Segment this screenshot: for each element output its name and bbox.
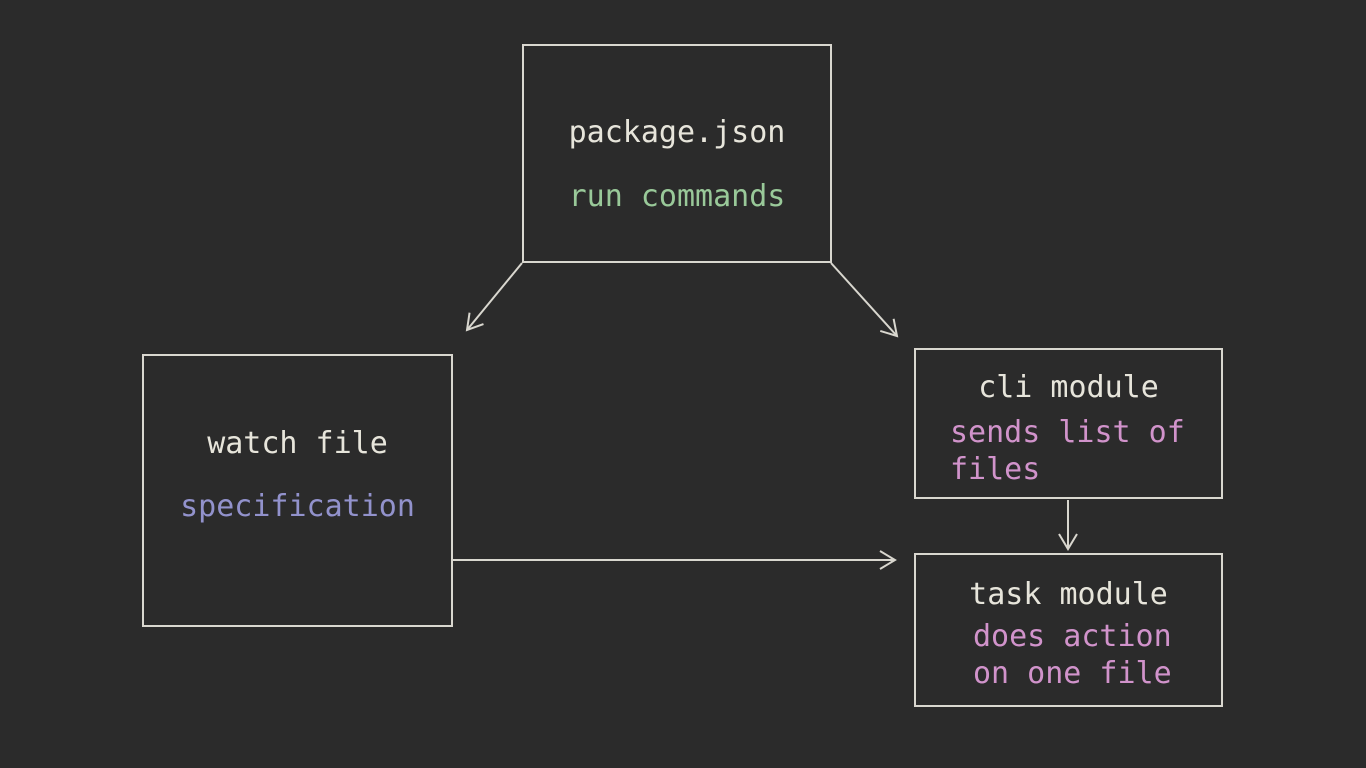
node-description: does action on one file [973,619,1172,691]
arrow-package-to-cli-icon [830,262,899,338]
node-description: sends list of files [950,415,1185,487]
node-description: run commands [568,179,786,214]
node-title: watch file [207,426,388,461]
node-cli-module: cli module sends list of files [914,348,1223,499]
node-task-module: task module does action on one file [914,553,1223,707]
node-title: cli module [978,370,1159,405]
node-package-json: package.json run commands [522,44,832,263]
node-title: package.json [568,115,786,150]
arrow-package-to-watch-icon [465,262,523,332]
node-title: task module [969,577,1168,612]
node-description: specification [180,489,415,524]
node-watch-file: watch file specification [142,354,453,627]
